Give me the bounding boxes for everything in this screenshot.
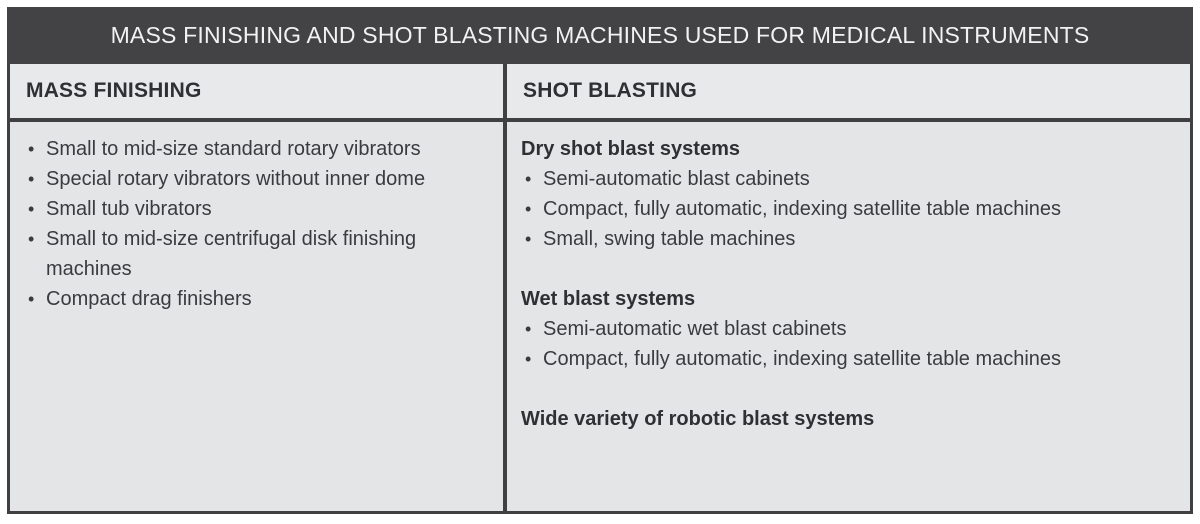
column-body-mass-finishing: Small to mid-size standard rotary vibrat…	[10, 122, 503, 511]
column-header-label: SHOT BLASTING	[523, 79, 698, 102]
group-heading: Wet blast systems	[521, 288, 696, 310]
bullet-list: Semi-automatic blast cabinets Compact, f…	[521, 164, 1176, 254]
column-header-label: MASS FINISHING	[26, 79, 202, 102]
table-title-band: MASS FINISHING AND SHOT BLASTING MACHINE…	[7, 7, 1193, 64]
group-mass-finishing: Small to mid-size standard rotary vibrat…	[24, 134, 489, 314]
list-item: Small to mid-size standard rotary vibrat…	[24, 134, 489, 164]
column-header-shot-blasting: SHOT BLASTING	[507, 64, 1190, 118]
column-body-shot-blasting: Dry shot blast systems Semi-automatic bl…	[507, 122, 1190, 511]
bullet-list: Semi-automatic wet blast cabinets Compac…	[521, 314, 1176, 374]
comparison-table: MASS FINISHING AND SHOT BLASTING MACHINE…	[7, 7, 1193, 514]
group-heading: Wide variety of robotic blast systems	[521, 408, 875, 430]
group-wet-blast-systems: Wet blast systems Semi-automatic wet bla…	[521, 284, 1176, 374]
list-item: Compact, fully automatic, indexing satel…	[521, 344, 1063, 374]
list-item: Small to mid-size centrifugal disk finis…	[24, 224, 489, 284]
group-dry-shot-blast-systems: Dry shot blast systems Semi-automatic bl…	[521, 134, 1176, 254]
group-heading: Dry shot blast systems	[521, 138, 740, 160]
list-item: Small tub vibrators	[24, 194, 489, 224]
list-item: Compact, fully automatic, indexing satel…	[521, 194, 1176, 224]
list-item: Semi-automatic wet blast cabinets	[521, 314, 1176, 344]
column-header-mass-finishing: MASS FINISHING	[10, 64, 503, 118]
list-item: Compact drag finishers	[24, 284, 489, 314]
list-item: Semi-automatic blast cabinets	[521, 164, 1176, 194]
column-mass-finishing: MASS FINISHING Small to mid-size standar…	[10, 64, 503, 511]
table-title: MASS FINISHING AND SHOT BLASTING MACHINE…	[110, 22, 1090, 48]
table-body-grid: MASS FINISHING Small to mid-size standar…	[7, 64, 1193, 514]
list-item: Special rotary vibrators without inner d…	[24, 164, 489, 194]
list-item: Small, swing table machines	[521, 224, 1176, 254]
bullet-list: Small to mid-size standard rotary vibrat…	[24, 134, 489, 314]
group-robotic-blast-systems: Wide variety of robotic blast systems	[521, 404, 1176, 434]
column-shot-blasting: SHOT BLASTING Dry shot blast systems Sem…	[507, 64, 1190, 511]
